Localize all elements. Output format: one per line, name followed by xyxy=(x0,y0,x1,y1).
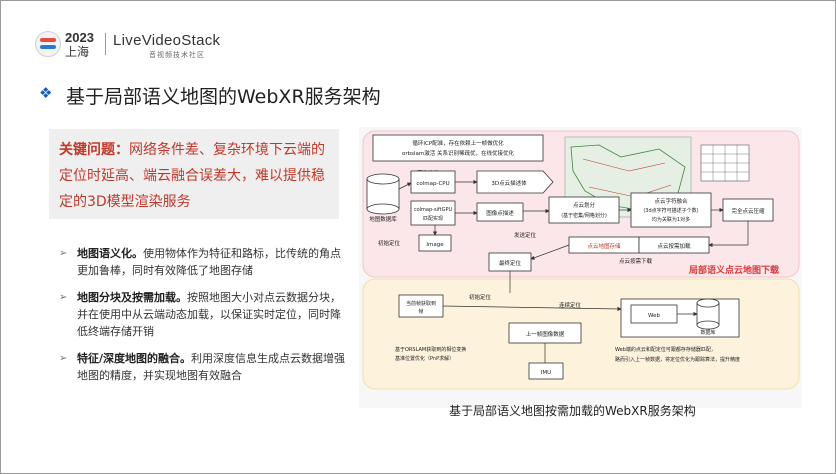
brand-name: LiveVideoStack xyxy=(113,32,221,49)
pc-download-label: 点云按需下载 xyxy=(619,257,653,265)
colmap-sift-label: 匹配实现 xyxy=(423,215,443,222)
pc-partition-box xyxy=(548,196,620,224)
arrow-bullet-icon: ➢ xyxy=(59,248,68,259)
diamond-bullet-icon: ❖ xyxy=(39,84,53,102)
list-item: ➢ 地图分块及按需加载。按照地图大小对点云数据分块，并在使用中从云端动态加载，以… xyxy=(59,289,349,340)
imu-label: IMU xyxy=(541,370,551,376)
colmap-sift-label: colmap-siftGPU xyxy=(414,207,453,213)
web-note: 路而引入上一帧数据，将定位优化为跟踪算法，提升精度 xyxy=(615,356,740,363)
web-database-icon xyxy=(696,298,720,330)
pc-on-demand-label: 点云按需加载 xyxy=(657,242,691,250)
callout-body: 网络条件差、复杂环境下云端的定位时延高、端云融合误差大，难以提供稳定的3D模型渲… xyxy=(59,142,325,210)
logo-year: 2023 xyxy=(65,30,94,45)
colmap-cpu-label: colmap-CPU xyxy=(416,181,449,187)
prev-frame-label: 上一帧图像数据 xyxy=(526,330,565,338)
image-label: Image xyxy=(426,242,444,248)
diagram-caption: 基于局部语义地图按需加载的WebXR服务架构 xyxy=(449,404,696,418)
list-item: ➢ 特征/深度地图的融合。利用深度信息生成点云数据增强地图的精度，并实现地图有效… xyxy=(59,350,349,384)
page-title: 基于局部语义地图的WebXR服务架构 xyxy=(66,86,381,108)
pc-fusion-box xyxy=(630,192,712,228)
note-box xyxy=(372,134,544,162)
web-db-label: 数据库 xyxy=(700,329,715,336)
current-frame-label: 当前帧获取到 xyxy=(406,300,436,307)
bottom-note: 基于ORSLAM获取到的相位变换 xyxy=(395,346,466,353)
pc-fusion-label: (3d点字符可描述子个数) xyxy=(643,207,698,214)
architecture-diagram: 循环ICP配准，存在依赖上一帧做优化 orbslam激活 关系识别稀疏优，在线优… xyxy=(359,127,802,408)
pc-compress-label: 完全点云压缩 xyxy=(731,207,765,215)
bullet-title: 特征/深度地图的融合。 xyxy=(77,352,192,365)
descriptor-table xyxy=(700,144,750,182)
cloud-region-label: 局部语义点云地图下载 xyxy=(689,264,779,276)
bottom-note: 基准位置优化（PnP求解） xyxy=(395,355,454,362)
continuous-loc-label: 连续定位 xyxy=(559,301,582,309)
logo-divider xyxy=(105,33,106,55)
web-note: Web端的点云和配定位可跟都存存储器匹配， xyxy=(615,346,716,353)
pc-partition-label: 点云划分 xyxy=(573,201,596,209)
imu-box xyxy=(528,362,564,380)
init-loc-label: 初始定位 xyxy=(378,239,401,247)
bullet-text: 利用深度信息生成点云数据增强地图的精度，并实现地图有效融合 xyxy=(77,352,346,382)
send-loc-label: 发送定位 xyxy=(514,231,537,239)
init-pose-label: 初始定位 xyxy=(469,293,492,301)
bullet-list: ➢ 地图语义化。使用物体作为特征和路标，比传统的角点更加鲁棒，同时有效降低了地图… xyxy=(59,245,349,394)
list-item: ➢ 地图语义化。使用物体作为特征和路标，比传统的角点更加鲁棒，同时有效降低了地图… xyxy=(59,245,349,279)
map-database-icon xyxy=(366,173,400,215)
pc-fusion-label: 均为关联为1对多 xyxy=(652,216,690,223)
arrow-bullet-icon: ➢ xyxy=(59,353,68,364)
current-frame-label: 帧 xyxy=(418,308,423,315)
logo-city: 上海 xyxy=(65,45,90,59)
bullet-title: 地图语义化。 xyxy=(77,247,143,260)
note-text: orbslam激活 关系识别稀疏优，在线优接优化 xyxy=(402,149,514,157)
callout-text: 关键问题：网络条件差、复杂环境下云端的定位时延高、端云融合误差大，难以提供稳定的… xyxy=(59,137,329,215)
bullet-text: 使用物体作为特征和路标，比传统的角点更加鲁棒，同时有效降低了地图存储 xyxy=(77,247,341,277)
recon-3d-box xyxy=(476,170,554,194)
bullet-text: 按照地图大小对点云数据分块，并在使用中从云端动态加载，以保证实时定位，同时降低终… xyxy=(77,291,341,338)
bullet-title: 地图分块及按需加载。 xyxy=(77,291,187,304)
brand-tagline: 音视频技术社区 xyxy=(149,51,205,59)
final-pose-label: 最终定位 xyxy=(499,259,522,267)
arrow-bullet-icon: ➢ xyxy=(59,292,68,303)
logo-badge-icon xyxy=(35,31,61,57)
image-feature-label: 图像点描述 xyxy=(486,209,514,217)
pc-partition-label: (基于密集/网格划分) xyxy=(561,212,607,219)
key-problem-callout: 关键问题：网络条件差、复杂环境下云端的定位时延高、端云融合误差大，难以提供稳定的… xyxy=(49,129,339,219)
map-db-label: 地图数据库 xyxy=(369,215,397,223)
recon-3d-label: 3D点云描述体 xyxy=(491,179,527,187)
connector-lines xyxy=(398,179,749,363)
web-label: Web xyxy=(648,313,660,319)
note-text: 循环ICP配准，存在依赖上一帧做优化 xyxy=(412,139,504,147)
callout-label: 关键问题： xyxy=(59,142,129,158)
pc-map-store-label: 点云地图存储 xyxy=(587,242,621,250)
pc-fusion-label: 点云字符融合 xyxy=(654,197,688,205)
colmap-sift-box xyxy=(410,200,456,226)
